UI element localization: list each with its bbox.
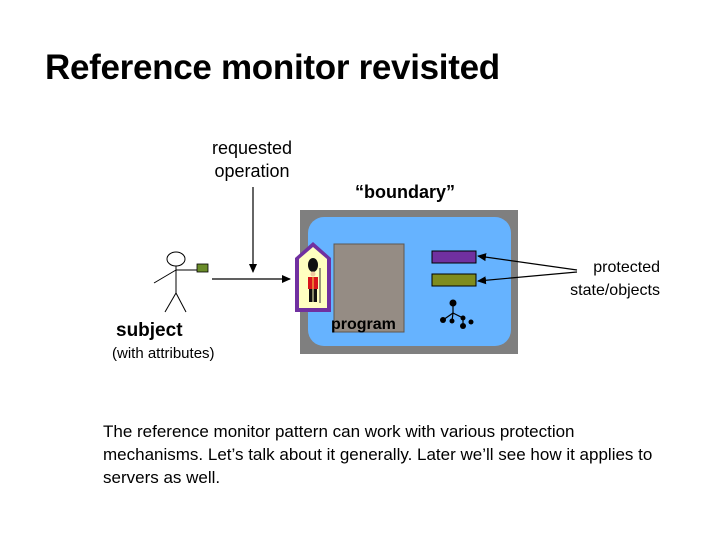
subject-label: subject <box>116 320 183 341</box>
program-box <box>333 243 405 333</box>
program-label: program <box>331 316 396 333</box>
protected-objects-text: protected state/objects <box>570 259 660 299</box>
guard-icon <box>295 242 331 312</box>
protected-object-bar <box>431 250 477 264</box>
subject-attributes-label: (with attributes) <box>112 345 215 362</box>
slide-caption: The reference monitor pattern can work w… <box>103 422 653 487</box>
credential-card-icon <box>196 263 209 273</box>
object-graph-icon <box>440 299 474 329</box>
protected-objects-label: protected state/objects <box>548 256 660 302</box>
boundary-label: “boundary” <box>355 182 456 202</box>
requested-operation-text: requested operation <box>211 138 293 181</box>
stick-figure-icon <box>153 251 198 313</box>
arrow-to-object <box>477 253 578 271</box>
requested-operation-label: requested operation <box>190 137 314 183</box>
arrow-to-object <box>477 271 578 285</box>
slide-title: Reference monitor revisited <box>45 48 500 87</box>
protected-object-bar <box>431 273 477 287</box>
